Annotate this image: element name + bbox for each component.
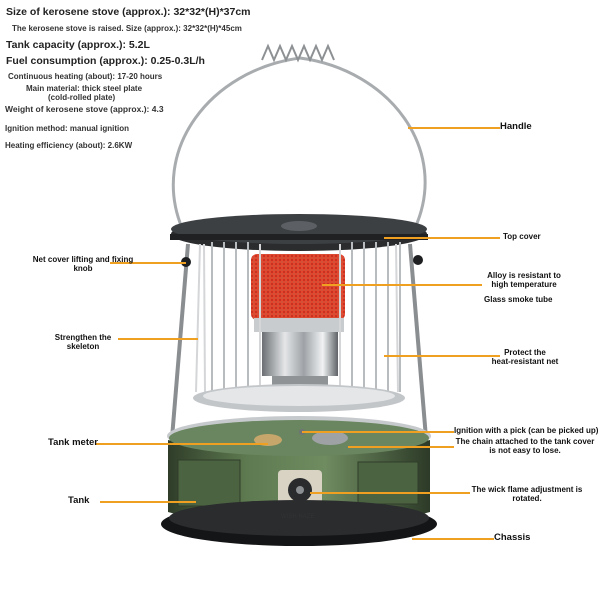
spec-ignition-method: Ignition method: manual ignition xyxy=(5,124,129,133)
spec-weight: Weight of kerosene stove (approx.): 4.3 xyxy=(5,104,164,114)
tank-leader xyxy=(100,501,196,503)
burner-glow xyxy=(251,254,345,390)
handle xyxy=(171,43,427,229)
callout-alloy: Alloy is resistant to high temperature xyxy=(487,271,561,289)
skeleton xyxy=(170,243,428,439)
handle-leader xyxy=(408,127,500,129)
callout-chain: The chain attached to the tank cover is … xyxy=(455,437,595,455)
tank-meter-leader xyxy=(96,443,268,445)
callout-wick: The wick flame adjustment is rotated. xyxy=(471,485,583,503)
net-cover-knob-right[interactable] xyxy=(413,255,423,265)
callout-top-cover: Top cover xyxy=(503,232,541,241)
spec-continuous-heating: Continuous heating (about): 17-20 hours xyxy=(8,72,163,81)
spec-heating-efficiency: Heating efficiency (about): 2.6KW xyxy=(5,141,133,150)
spec-raised-size: The kerosene stove is raised. Size (appr… xyxy=(12,24,242,33)
chassis xyxy=(161,500,437,546)
callout-glass-tube: Glass smoke tube xyxy=(484,295,553,304)
frame-bars xyxy=(211,242,401,392)
protect-net-leader xyxy=(384,355,500,357)
spec-fuel-consumption: Fuel consumption (approx.): 0.25-0.3L/h xyxy=(6,55,205,67)
tank-cap[interactable] xyxy=(312,431,348,445)
brand-badge: WISH HAZE xyxy=(281,514,315,520)
alloy-leader xyxy=(322,284,482,286)
net-cover-knob-left[interactable] xyxy=(181,257,191,267)
callout-skeleton: Strengthen the skeleton xyxy=(54,333,112,351)
spec-tank-capacity: Tank capacity (approx.): 5.2L xyxy=(6,39,150,51)
callout-chassis: Chassis xyxy=(494,532,531,543)
top-cover xyxy=(170,214,428,251)
chassis-leader xyxy=(412,538,494,540)
wick-leader xyxy=(310,492,470,494)
callout-ignition-pick: Ignition with a pick (can be picked up) xyxy=(454,426,599,435)
callout-protect-net: Protect the heat-resistant net xyxy=(491,348,559,366)
ignition-leader xyxy=(302,431,454,433)
front-bars xyxy=(195,243,399,393)
callout-handle: Handle xyxy=(500,121,532,132)
top-cover-leader xyxy=(384,237,500,239)
callout-net-cover-knob: Net cover lifting and fixing knob xyxy=(32,255,134,273)
skeleton-leader xyxy=(118,338,198,340)
chain-leader xyxy=(348,446,454,448)
spec-main-material: Main material: thick steel plate xyxy=(26,84,143,93)
knob-leader xyxy=(110,262,186,264)
spec-size: Size of kerosene stove (approx.): 32*32*… xyxy=(6,6,251,18)
callout-tank-meter: Tank meter xyxy=(48,437,98,448)
spec-cold-rolled: (cold-rolled plate) xyxy=(48,93,116,102)
callout-tank: Tank xyxy=(68,495,90,506)
